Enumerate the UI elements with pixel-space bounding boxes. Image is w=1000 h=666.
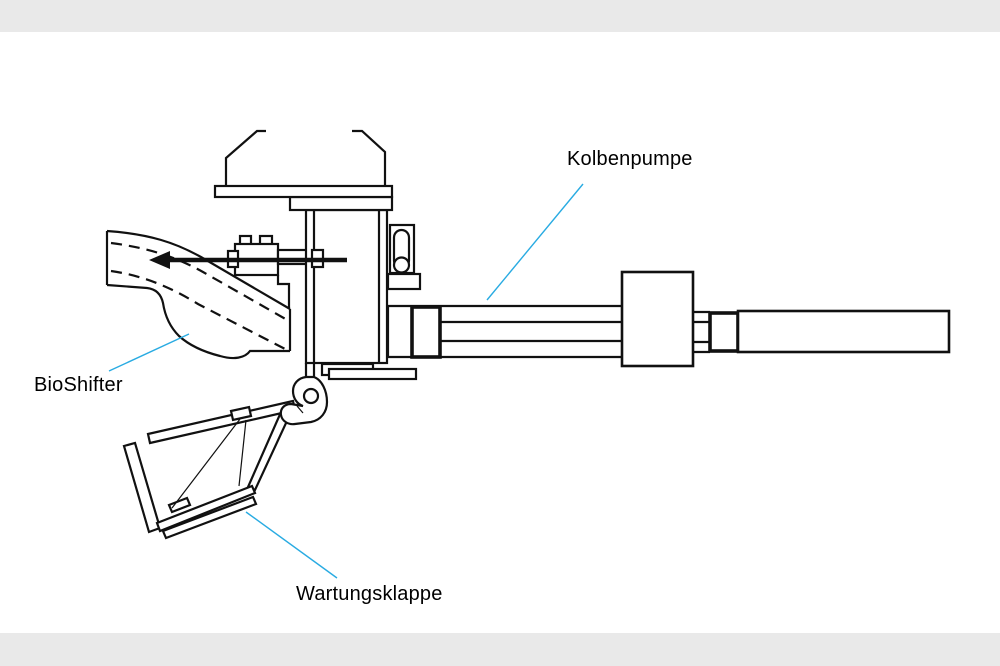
label-kolbenpumpe: Kolbenpumpe: [567, 148, 693, 170]
leader-bioshifter: [108, 333, 190, 372]
drive-block: [226, 234, 310, 309]
hinge: [304, 363, 316, 378]
support-bars: [320, 362, 418, 381]
leader-wartungsklappe: [245, 511, 338, 579]
valve-capsule: [386, 223, 422, 291]
flow-arrow: [149, 251, 347, 269]
label-bioshifter: BioShifter: [34, 374, 123, 396]
hinge-knuckle: [279, 375, 329, 426]
leader-kolbenpumpe: [486, 183, 584, 301]
hopper-hood: [224, 129, 387, 186]
maintenance-flap: [122, 399, 297, 540]
piston-pump: [386, 270, 951, 368]
label-wartungsklappe: Wartungsklappe: [296, 583, 443, 605]
